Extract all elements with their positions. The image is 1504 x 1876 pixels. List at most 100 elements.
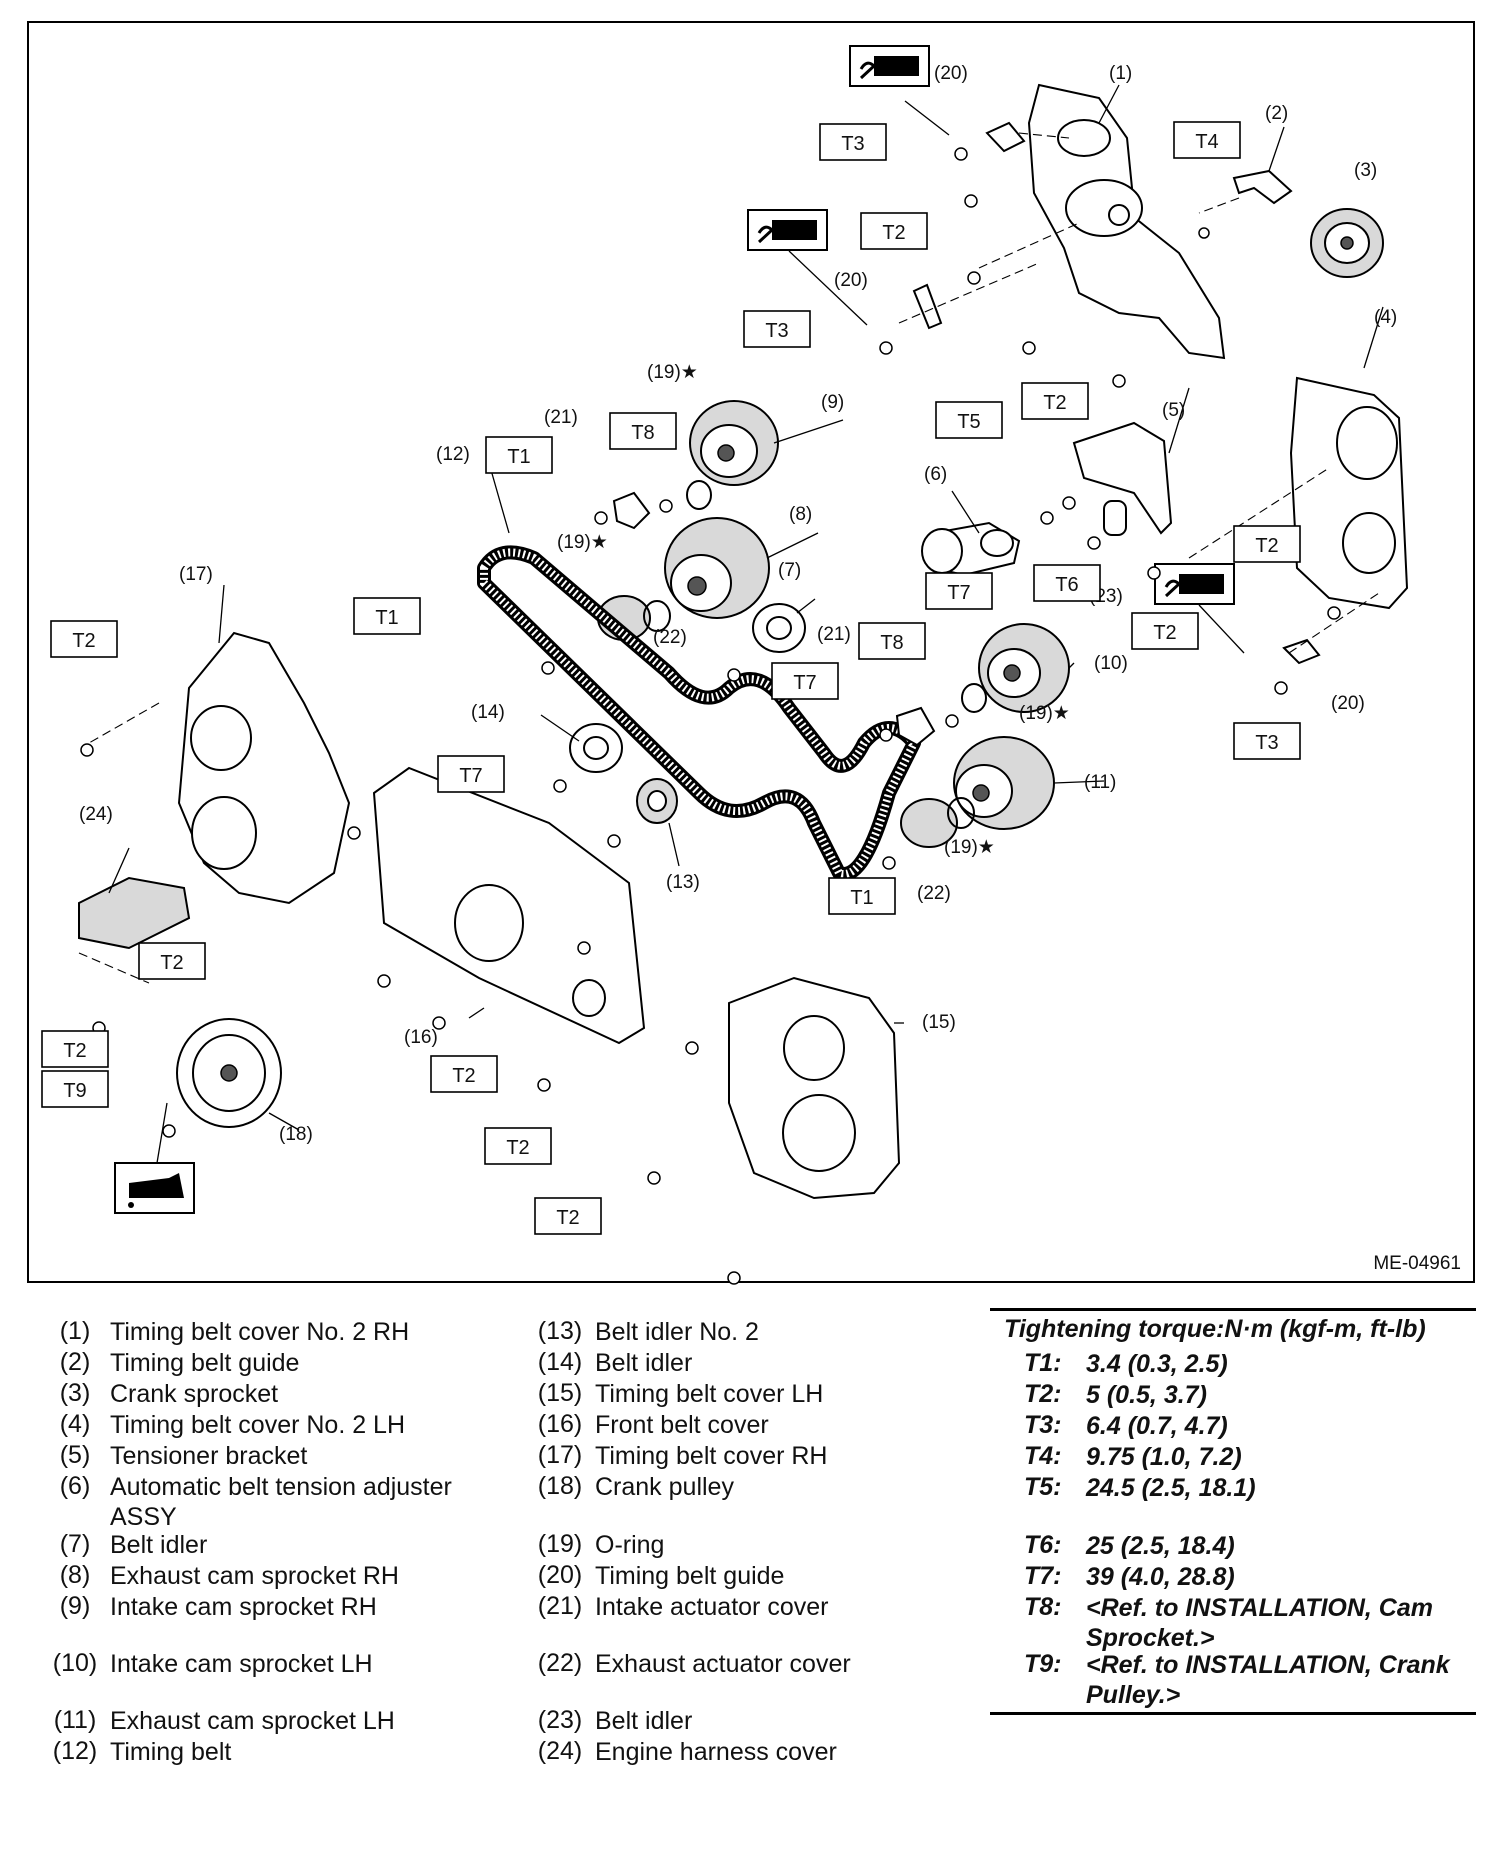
legend-text: Timing belt [110,1738,232,1766]
torque-box-t2: T2 [534,1197,602,1235]
exhaust-cam-sprocket-lh [953,736,1055,830]
torque-table: Tightening torque:N·m (kgf-m, ft-lb) T1:… [990,1308,1476,1715]
leader-lines [108,84,1384,1164]
torque-box-t8: T8 [858,622,926,660]
torque-box-t2: T2 [1021,382,1089,420]
callout: (5) [1162,400,1185,421]
legend-text: Exhaust cam sprocket LH [110,1707,395,1735]
exhaust-actuator-cover-lh [900,798,958,848]
torque-value: <Ref. to INSTALLATION, Crank Pulley.> [1086,1651,1450,1709]
legend-number: (10) [52,1649,98,1677]
svg-text:T7: T7 [459,765,482,787]
torque-key: T4: [1024,1442,1062,1470]
legend-text: Timing belt cover RH [595,1442,828,1470]
legend-text: Belt idler [595,1707,693,1735]
legend-text: Automatic belt tension adjuster ASSY [110,1473,452,1531]
callout: (21) [544,407,578,428]
intake-cam-sprocket-lh [978,623,1070,713]
torque-box-t4: T4 [1173,121,1241,159]
torque-box-t2: T2 [50,620,118,658]
torque-key: T9: [1024,1650,1062,1678]
callout: (19)★ [647,362,698,383]
callout: (16) [404,1027,438,1048]
sealant-icon [849,45,930,87]
torque-key: T3: [1024,1411,1062,1439]
torque-value: <Ref. to INSTALLATION, Cam Sprocket.> [1086,1594,1433,1652]
timing-belt-guide-2 [1232,169,1293,205]
callout: (1) [1109,63,1132,84]
torque-key: T2: [1024,1380,1062,1408]
torque-box-t3: T3 [743,310,811,348]
torque-box-t1: T1 [828,877,896,915]
svg-text:T2: T2 [1255,535,1278,557]
sealant-icon [747,209,828,251]
torque-box-t2: T2 [41,1030,109,1068]
legend-number: (15) [537,1379,583,1407]
torque-value: 9.75 (1.0, 7.2) [1086,1443,1242,1471]
legend-text: Crank sprocket [110,1380,279,1408]
torque-key: T7: [1024,1562,1062,1590]
callout: (7) [778,560,801,581]
legend-text: Timing belt cover No. 2 RH [110,1318,410,1346]
legend-text: O-ring [595,1531,665,1559]
diagram-drawing: (1) (2) (3) (4) (5) (6) (7) (8) (9) (10)… [41,45,1409,1285]
legend-text: Exhaust cam sprocket RH [110,1562,399,1590]
belt-idler-no2 [636,778,678,824]
torque-box-t2: T2 [1131,612,1199,650]
legend-number: (11) [53,1706,97,1734]
front-belt-cover [372,766,646,1045]
legend-number: (13) [537,1317,583,1345]
callout: (21) [817,624,851,645]
torque-box-t7: T7 [437,755,505,793]
crank-sprocket [1310,208,1384,278]
torque-box-t9: T9 [41,1070,109,1108]
legend-number: (18) [537,1472,583,1500]
legend-text: Timing belt guide [595,1562,785,1590]
legend-text: Belt idler No. 2 [595,1318,759,1346]
legend-text: Timing belt cover No. 2 LH [110,1411,406,1439]
torque-value: 6.4 (0.7, 4.7) [1086,1412,1228,1440]
timing-belt-cover-rh [177,631,351,905]
torque-key: T1: [1024,1349,1062,1377]
exploded-diagram: (1) (2) (3) (4) (5) (6) (7) (8) (9) (10)… [27,21,1475,1285]
svg-text:T2: T2 [160,952,183,974]
svg-text:T8: T8 [880,632,903,654]
svg-text:T9: T9 [63,1080,86,1102]
callout: (20) [934,63,968,84]
torque-box-t2: T2 [484,1127,552,1165]
callout: (20) [834,270,868,291]
torque-value: 25 (2.5, 18.4) [1086,1532,1235,1560]
torque-box-t1: T1 [353,597,421,635]
timing-belt-cover-lh [728,976,901,1200]
svg-text:T2: T2 [72,630,95,652]
svg-text:T7: T7 [947,582,970,604]
legend-number: (23) [537,1706,583,1734]
legend-number: (22) [537,1649,583,1677]
legend-text: Belt idler [595,1349,693,1377]
torque-value: 24.5 (2.5, 18.1) [1086,1474,1256,1502]
legend-number: (20) [537,1561,583,1589]
svg-text:T1: T1 [850,887,873,909]
torque-box-t2: T2 [138,942,206,980]
svg-text:T7: T7 [793,672,816,694]
svg-text:T6: T6 [1055,574,1078,596]
legend-number: (7) [59,1530,91,1558]
exhaust-cam-sprocket-rh [664,517,770,619]
svg-text:T1: T1 [375,607,398,629]
svg-text:T2: T2 [452,1065,475,1087]
legend-text: Belt idler [110,1531,208,1559]
timing-belt-cover-no2-rh [1027,83,1226,360]
torque-box-t7: T7 [771,662,839,700]
callout: (6) [924,464,947,485]
torque-box-t1: T1 [485,436,553,474]
torque-key: T8: [1024,1593,1062,1621]
torque-box-t6: T6 [1033,564,1101,602]
legend-number: (12) [52,1737,98,1765]
timing-belt-guide-20-right [1282,638,1321,665]
torque-box-t2: T2 [1233,525,1301,563]
figure-id: ME-04961 [1373,1253,1461,1274]
legend-number: (21) [537,1592,583,1620]
svg-text:T5: T5 [957,411,980,433]
callout: (19)★ [1019,703,1070,724]
callout: (8) [789,504,812,525]
